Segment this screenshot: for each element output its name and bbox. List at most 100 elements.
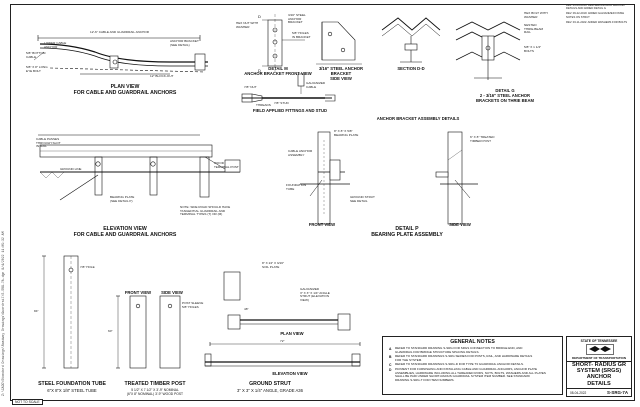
general-note-a: A REFER TO STANDARD DRAWING S-SRG FOR SR… <box>389 346 546 354</box>
title-block-footer: 08-04-2022 S-SRG-7A <box>567 388 631 396</box>
elevation-view-cable-drawing <box>38 134 241 201</box>
svg-text:D: D <box>258 14 261 19</box>
title-bracket-side-view-text: 3/16" STEEL ANCHOR BRACKET SIDE VIEW <box>318 66 364 81</box>
title-post-side-view-text: SIDE VIEW <box>161 290 183 295</box>
callout-eye-bolt: 5/8" X 8" LONG EYE BOLT <box>26 65 48 73</box>
callout-timber-p: 6" X 8" TREATED TIMBER POST <box>470 135 495 143</box>
title-bracket-assembly: ANCHOR BRACKET ASSEMBLY DETAILS <box>362 116 474 121</box>
title-detail-m: DETAIL M ANCHOR BRACKET FRONT VIEW <box>238 66 318 76</box>
title-field-fittings: FIELD APPLIED FITTINGS AND STUD <box>240 108 340 113</box>
callout-cable-passes: CABLE PASSES THROUGH SLOT IN RAIL <box>36 137 61 149</box>
tdot-logo-icon <box>586 344 614 355</box>
general-note-text: PAYMENT FOR FURNISHING AND INSTALLING CA… <box>395 367 546 382</box>
title-block: STATE OF TENNESSEE DEPARTMENT OF TRANSPO… <box>566 336 632 397</box>
callout-lower-cable: LOWER CABLE ANCHOR <box>44 41 67 49</box>
title-front-view-p: FRONT VIEW <box>302 222 342 227</box>
sublabel-timber-post-text: 5 1/2" X 7 1/2" X 3'-9" NOMINAL (6"X 8" … <box>126 388 184 396</box>
callout-galvanized: GALVANIZED CABLE <box>306 81 326 89</box>
title-post-front-view: FRONT VIEW <box>118 290 158 295</box>
title-block-state: STATE OF TENNESSEE <box>580 339 618 343</box>
general-notes-title: GENERAL NOTES <box>450 339 495 345</box>
sublabel-steel-tube: 6"X 8"X 1/8" STEEL TUBE <box>24 388 120 393</box>
title-elevation-view-cable-text: ELEVATION VIEW FOR CABLE AND GUARDRAIL A… <box>73 226 177 238</box>
section-dd-drawing <box>381 17 441 63</box>
timber-post-drawing <box>116 295 181 369</box>
title-detail-p: DETAIL P BEARING PLATE ASSEMBLY <box>362 226 452 238</box>
callout-side-note: NOTE: SIDE ROAD SHOULD HAVE TANGENTIAL G… <box>180 205 231 217</box>
general-note-text: REFER TO STANDARD DRAWINGS S-SRG-D FOR T… <box>395 362 524 366</box>
title-strut-elevation-view-text: ELEVATION VIEW <box>272 371 308 376</box>
general-note-letter: C <box>389 363 392 367</box>
dim-48: 48" <box>244 307 249 311</box>
title-ground-strut-text: GROUND STRUT <box>249 381 291 387</box>
title-side-view-p-text: SIDE VIEW <box>449 222 471 227</box>
callout-soil-plate: 8" X 24" X 3/16" SOIL PLATE <box>262 261 285 269</box>
detail-g-drawing <box>455 21 521 80</box>
field-fittings-drawing <box>241 73 336 103</box>
title-detail-g-text: DETAIL G 2 - 3/16" STEEL ANCHOR BRACKETS… <box>476 88 534 103</box>
callout-nut: 7/8" NUT <box>244 85 257 89</box>
title-detail-m-text: DETAIL M ANCHOR BRACKET FRONT VIEW <box>244 66 312 76</box>
title-block-sheet-number: S-SRG-7A <box>607 390 628 395</box>
steel-tube-drawing <box>42 255 79 369</box>
general-note-b: B REFER TO STANDARD DRAWINGS S-SRG SERIE… <box>389 354 546 362</box>
revision-notes: REV. 01-06-2016: REVISED ANCHOR BRACKET … <box>566 4 632 24</box>
revision-1: REV. 01-06-2016: REVISED ANCHOR BRACKET … <box>566 4 626 11</box>
callout-wood-post: WOOD TERMINAL POST <box>214 161 239 169</box>
detail-m-drawing: D D <box>258 14 305 73</box>
callout-bolts: 5/8" X 1 1/4" BOLTS <box>524 45 542 53</box>
title-strut-elevation-view: ELEVATION VIEW <box>260 371 320 376</box>
title-steel-tube: STEEL FOUNDATION TUBE <box>24 381 120 387</box>
revision-2: REV. 09-22-2019: ADDED GALVANIZED FINISH… <box>566 12 625 19</box>
title-strut-plan-view: PLAN VIEW <box>272 331 312 336</box>
sublabel-timber-post: 5 1/2" X 7 1/2" X 3'-9" NOMINAL (6"X 8" … <box>108 388 202 396</box>
scale-note: NOT TO SCALE <box>12 399 43 405</box>
general-note-text: REFER TO STANDARD DRAWING S-SRG FOR SRGS… <box>395 346 523 354</box>
callout-cable-anchor-p: CABLE ANCHOR ASSEMBLY <box>288 149 313 157</box>
title-section-dd-text: SECTION D-D <box>397 66 425 71</box>
dim-60: 60" <box>108 329 113 333</box>
general-note-letter: A <box>389 347 392 351</box>
title-field-fittings-text: FIELD APPLIED FITTINGS AND STUD <box>252 108 328 113</box>
title-block-date: 08-04-2022 <box>570 390 587 395</box>
callout-anchor-bracket: ANCHOR BRACKET (SEE DETAIL) <box>170 39 199 47</box>
svg-text:D: D <box>258 68 261 73</box>
title-timber-post-text: TREATED TIMBER POST <box>124 381 186 387</box>
ground-strut-drawing <box>204 271 361 367</box>
title-block-title: SHORT- RADIUS GR SYSTEM (SRGS) ANCHOR DE… <box>571 362 627 387</box>
detail-p-front-drawing <box>300 131 350 225</box>
callout-galv-strut: GALVANIZED 3" X 3" X 1/4" ANGLE STRUT (E… <box>300 287 330 302</box>
title-post-front-view-text: FRONT VIEW <box>124 290 152 295</box>
title-post-side-view: SIDE VIEW <box>152 290 192 295</box>
callout-hex-bolt: HEX BOLT WITH WASHER <box>524 11 548 19</box>
callout-post-sleeve: POST SLEEVE 5/8" HOLES <box>182 301 204 309</box>
title-detail-g: DETAIL G 2 - 3/16" STEEL ANCHOR BRACKETS… <box>468 88 542 103</box>
general-note-letter: D <box>389 368 392 372</box>
callout-bottom-cable: 5/8" BOTTOM CABLE <box>26 51 46 59</box>
sublabel-steel-tube-text: 6"X 8"X 1/8" STEEL TUBE <box>47 388 97 393</box>
title-section-dd: SECTION D-D <box>388 66 434 71</box>
title-timber-post: TREATED TIMBER POST <box>112 381 198 387</box>
callout-nested-thrie: NESTED THRIE-BEAM RAIL <box>524 23 544 35</box>
bracket-side-view-drawing <box>316 21 362 65</box>
general-notes-list: A REFER TO STANDARD DRAWING S-SRG FOR SR… <box>389 346 546 383</box>
callout-block-out: 12" BLOCK-OUT <box>150 74 174 78</box>
callout-stud: 7/8" STUD <box>274 101 289 105</box>
callout-cable-anchor: 12'-6" CABLE AND GUARDRAIL ANCHOR <box>90 30 149 34</box>
callout-holes: 5/8" HOLES IN BRACKET <box>292 31 311 39</box>
callout-strut-p: GROUND STRUT SEE DETAIL <box>350 195 375 203</box>
general-note-d: D PAYMENT FOR FURNISHING AND INSTALLING … <box>389 367 546 382</box>
sublabel-ground-strut-text: 3" X 3" X 1/4" ANGLE, GRADE A36 <box>237 388 303 393</box>
title-bracket-assembly-text: ANCHOR BRACKET ASSEMBLY DETAILS <box>376 116 460 121</box>
title-steel-tube-text: STEEL FOUNDATION TUBE <box>38 381 106 387</box>
callout-hole: 7/8" HOLE <box>80 265 95 269</box>
callout-threads: THREADS <box>256 103 271 107</box>
callout-steel-bracket: 3/16" STEEL ANCHOR BRACKET <box>288 13 306 25</box>
dim-84: 84" <box>34 309 39 313</box>
general-notes-box: GENERAL NOTES A REFER TO STANDARD DRAWIN… <box>382 336 563 395</box>
general-note-c: C REFER TO STANDARD DRAWINGS S-SRG-D FOR… <box>389 362 546 367</box>
title-plan-view-cable: PLAN VIEW FOR CABLE AND GUARDRAIL ANCHOR… <box>40 84 210 96</box>
plan-view-cable-drawing <box>33 35 208 75</box>
